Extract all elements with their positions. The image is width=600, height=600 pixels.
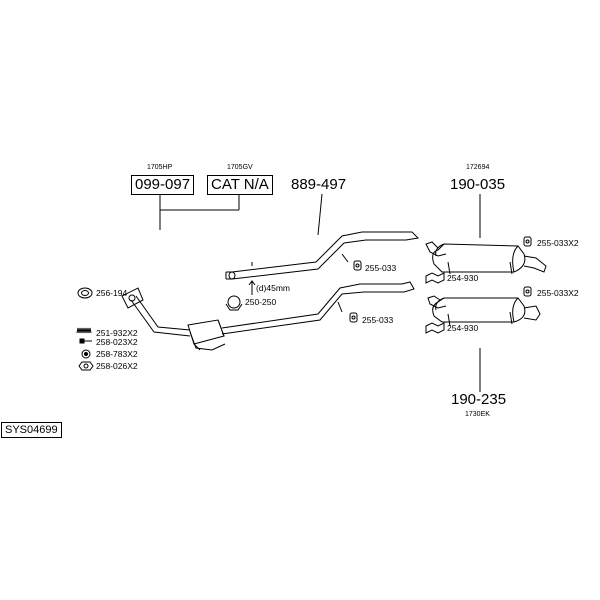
front-pipe: [121, 287, 191, 337]
nut-icon: [81, 349, 91, 359]
part-254-930-lower[interactable]: 254-930: [447, 323, 479, 333]
callout-099-097[interactable]: 099-097: [131, 175, 195, 195]
diagram-code: SYS04699: [1, 422, 62, 438]
callout-190-035-sub: 172694: [466, 164, 490, 171]
side-list-item-258-023x2[interactable]: 258-023X2: [96, 337, 138, 347]
diameter-arrow: [248, 280, 256, 295]
rear-muffler-lower: [427, 295, 541, 327]
rubber-hanger-icon: [349, 312, 358, 323]
callout-cat-sub: 1705GV: [227, 164, 253, 171]
leader-lines: [159, 193, 481, 392]
callout-190-235[interactable]: 190-235: [451, 391, 507, 408]
lower-pipe: [221, 281, 415, 335]
callout-190-235-sub: 1730EK: [465, 411, 490, 418]
callout-889-497[interactable]: 889-497: [291, 176, 347, 193]
catalytic-converter: [187, 319, 226, 351]
mount-ring-icon: [425, 322, 445, 334]
callout-cat[interactable]: CAT N/A: [207, 175, 273, 195]
callout-190-035[interactable]: 190-035: [450, 176, 506, 193]
mount-ring-icon: [425, 272, 445, 284]
side-list-item-258-783x2[interactable]: 258-783X2: [96, 349, 138, 359]
rubber-hanger-icon: [353, 260, 362, 271]
part-255-033x2-upper[interactable]: 255-033X2: [537, 238, 579, 248]
callout-099-097-sub: 1705HP: [147, 164, 173, 171]
part-254-930-upper[interactable]: 254-930: [447, 273, 479, 283]
part-250-250[interactable]: 250-250: [245, 297, 277, 307]
side-list-item-256-194[interactable]: 256-194: [96, 288, 128, 298]
rubber-hanger-icon: [523, 286, 532, 297]
ring-gasket-icon: [77, 287, 93, 299]
part-255-033-upper[interactable]: 255-033: [365, 263, 397, 273]
rubber-hanger-icon: [523, 236, 532, 247]
clamp-icon: [225, 295, 243, 311]
mount-ring-icons: [425, 272, 445, 334]
rubber-hanger-icons: [349, 236, 532, 323]
upper-pipe: [225, 231, 420, 280]
side-list-item-258-026x2[interactable]: 258-026X2: [96, 361, 138, 371]
bolt-icon: [79, 338, 92, 344]
side-list-item-251-932x2[interactable]: 251-932X2: [96, 328, 138, 338]
side-list-icons: [76, 287, 94, 371]
spring-icon: [76, 327, 92, 334]
diameter-note: (d)45mm: [256, 283, 291, 293]
part-255-033x2-lower[interactable]: 255-033X2: [537, 288, 579, 298]
hex-nut-icon: [78, 361, 94, 371]
rear-muffler-upper: [425, 241, 547, 275]
part-255-033-lower[interactable]: 255-033: [362, 315, 394, 325]
